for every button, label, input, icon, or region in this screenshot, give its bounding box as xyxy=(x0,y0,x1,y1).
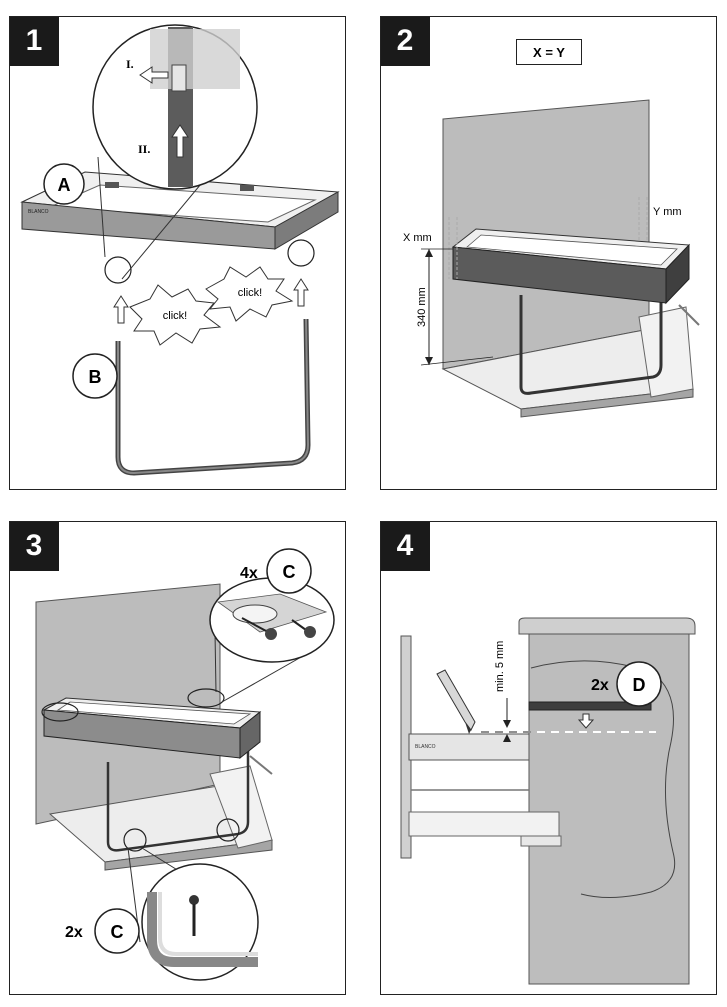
part-b-label: B xyxy=(89,367,102,387)
arrow-up-icon xyxy=(293,278,309,307)
arrow-down-icon xyxy=(577,713,595,729)
step-number-4: 4 xyxy=(381,522,430,571)
quantity-top: 4x xyxy=(240,565,258,582)
panel-2-illustration: X mm Y mm 340 mm xyxy=(403,99,700,418)
pencil-icon xyxy=(436,669,476,734)
panel-4-illustration: BLANCO min. 5 mm D 2x xyxy=(400,617,696,985)
arrow-left-icon xyxy=(139,66,169,84)
part-a-badge xyxy=(43,163,85,205)
frame-a: BLANCO xyxy=(20,171,340,250)
frame-brand: BLANCO xyxy=(28,209,49,215)
panel-3: 3 xyxy=(9,521,346,995)
u-frame-b xyxy=(115,318,311,476)
zoom-callout-bottom xyxy=(141,863,259,981)
cabinet-body xyxy=(528,633,690,985)
click-burst-1: click! xyxy=(129,284,222,346)
circle-highlight-icon xyxy=(187,688,225,708)
frame-mounted xyxy=(451,228,691,305)
arrow-up-icon xyxy=(171,124,189,158)
panel-1: 1 BLANCO xyxy=(9,16,346,490)
step-number-2: 2 xyxy=(381,17,430,66)
height-dimension-label: 340 mm xyxy=(416,287,428,327)
step-label-top: I. xyxy=(126,57,134,71)
part-c-badge-bottom xyxy=(94,908,140,954)
screw-icon xyxy=(189,895,199,936)
part-c-label-bottom: C xyxy=(111,922,124,942)
quantity-bottom: 2x xyxy=(65,924,83,941)
step-number-1: 1 xyxy=(10,17,59,66)
quantity-d: 2x xyxy=(591,677,609,694)
zoom-callout-top xyxy=(209,577,335,663)
click-label-1: click! xyxy=(163,310,187,322)
circle-highlight-icon xyxy=(104,256,132,284)
circle-highlight-icon xyxy=(216,818,240,842)
part-b-badge xyxy=(72,353,118,399)
frame-brand-4: BLANCO xyxy=(415,744,436,750)
part-d-label: D xyxy=(633,675,646,695)
worktop xyxy=(518,617,696,635)
circle-highlight-icon xyxy=(123,828,147,852)
y-dimension-label: Y mm xyxy=(653,206,682,218)
circle-highlight-icon xyxy=(41,702,79,722)
panel-2: 2 X = Y X mm Y mm 340 mm xyxy=(380,16,717,490)
x-dimension-label: X mm xyxy=(403,232,432,244)
screw-icon xyxy=(241,617,277,640)
circle-highlight-icon xyxy=(287,239,315,267)
click-burst-2: click! xyxy=(205,266,294,322)
screw-icon xyxy=(291,619,316,638)
gap-dimension-label: min. 5 mm xyxy=(494,641,506,692)
part-c-label-top: C xyxy=(283,562,296,582)
arrow-up-icon xyxy=(113,295,129,324)
step-label-bottom: II. xyxy=(138,142,150,156)
zoom-callout-1: I. II. xyxy=(92,24,258,190)
click-label-2: click! xyxy=(238,287,262,299)
rail-d xyxy=(528,701,652,711)
part-c-badge-top xyxy=(266,548,312,594)
step-number-3: 3 xyxy=(10,522,59,571)
part-d-badge xyxy=(616,661,662,707)
formula-box: X = Y xyxy=(516,39,582,65)
panel-3-illustration: C 4x C 2x xyxy=(35,548,335,981)
part-a-label: A xyxy=(58,175,71,195)
panel-4: 4 BLANCO min. 5 mm xyxy=(380,521,717,995)
panel-1-illustration: BLANCO I. II. A xyxy=(20,24,340,476)
